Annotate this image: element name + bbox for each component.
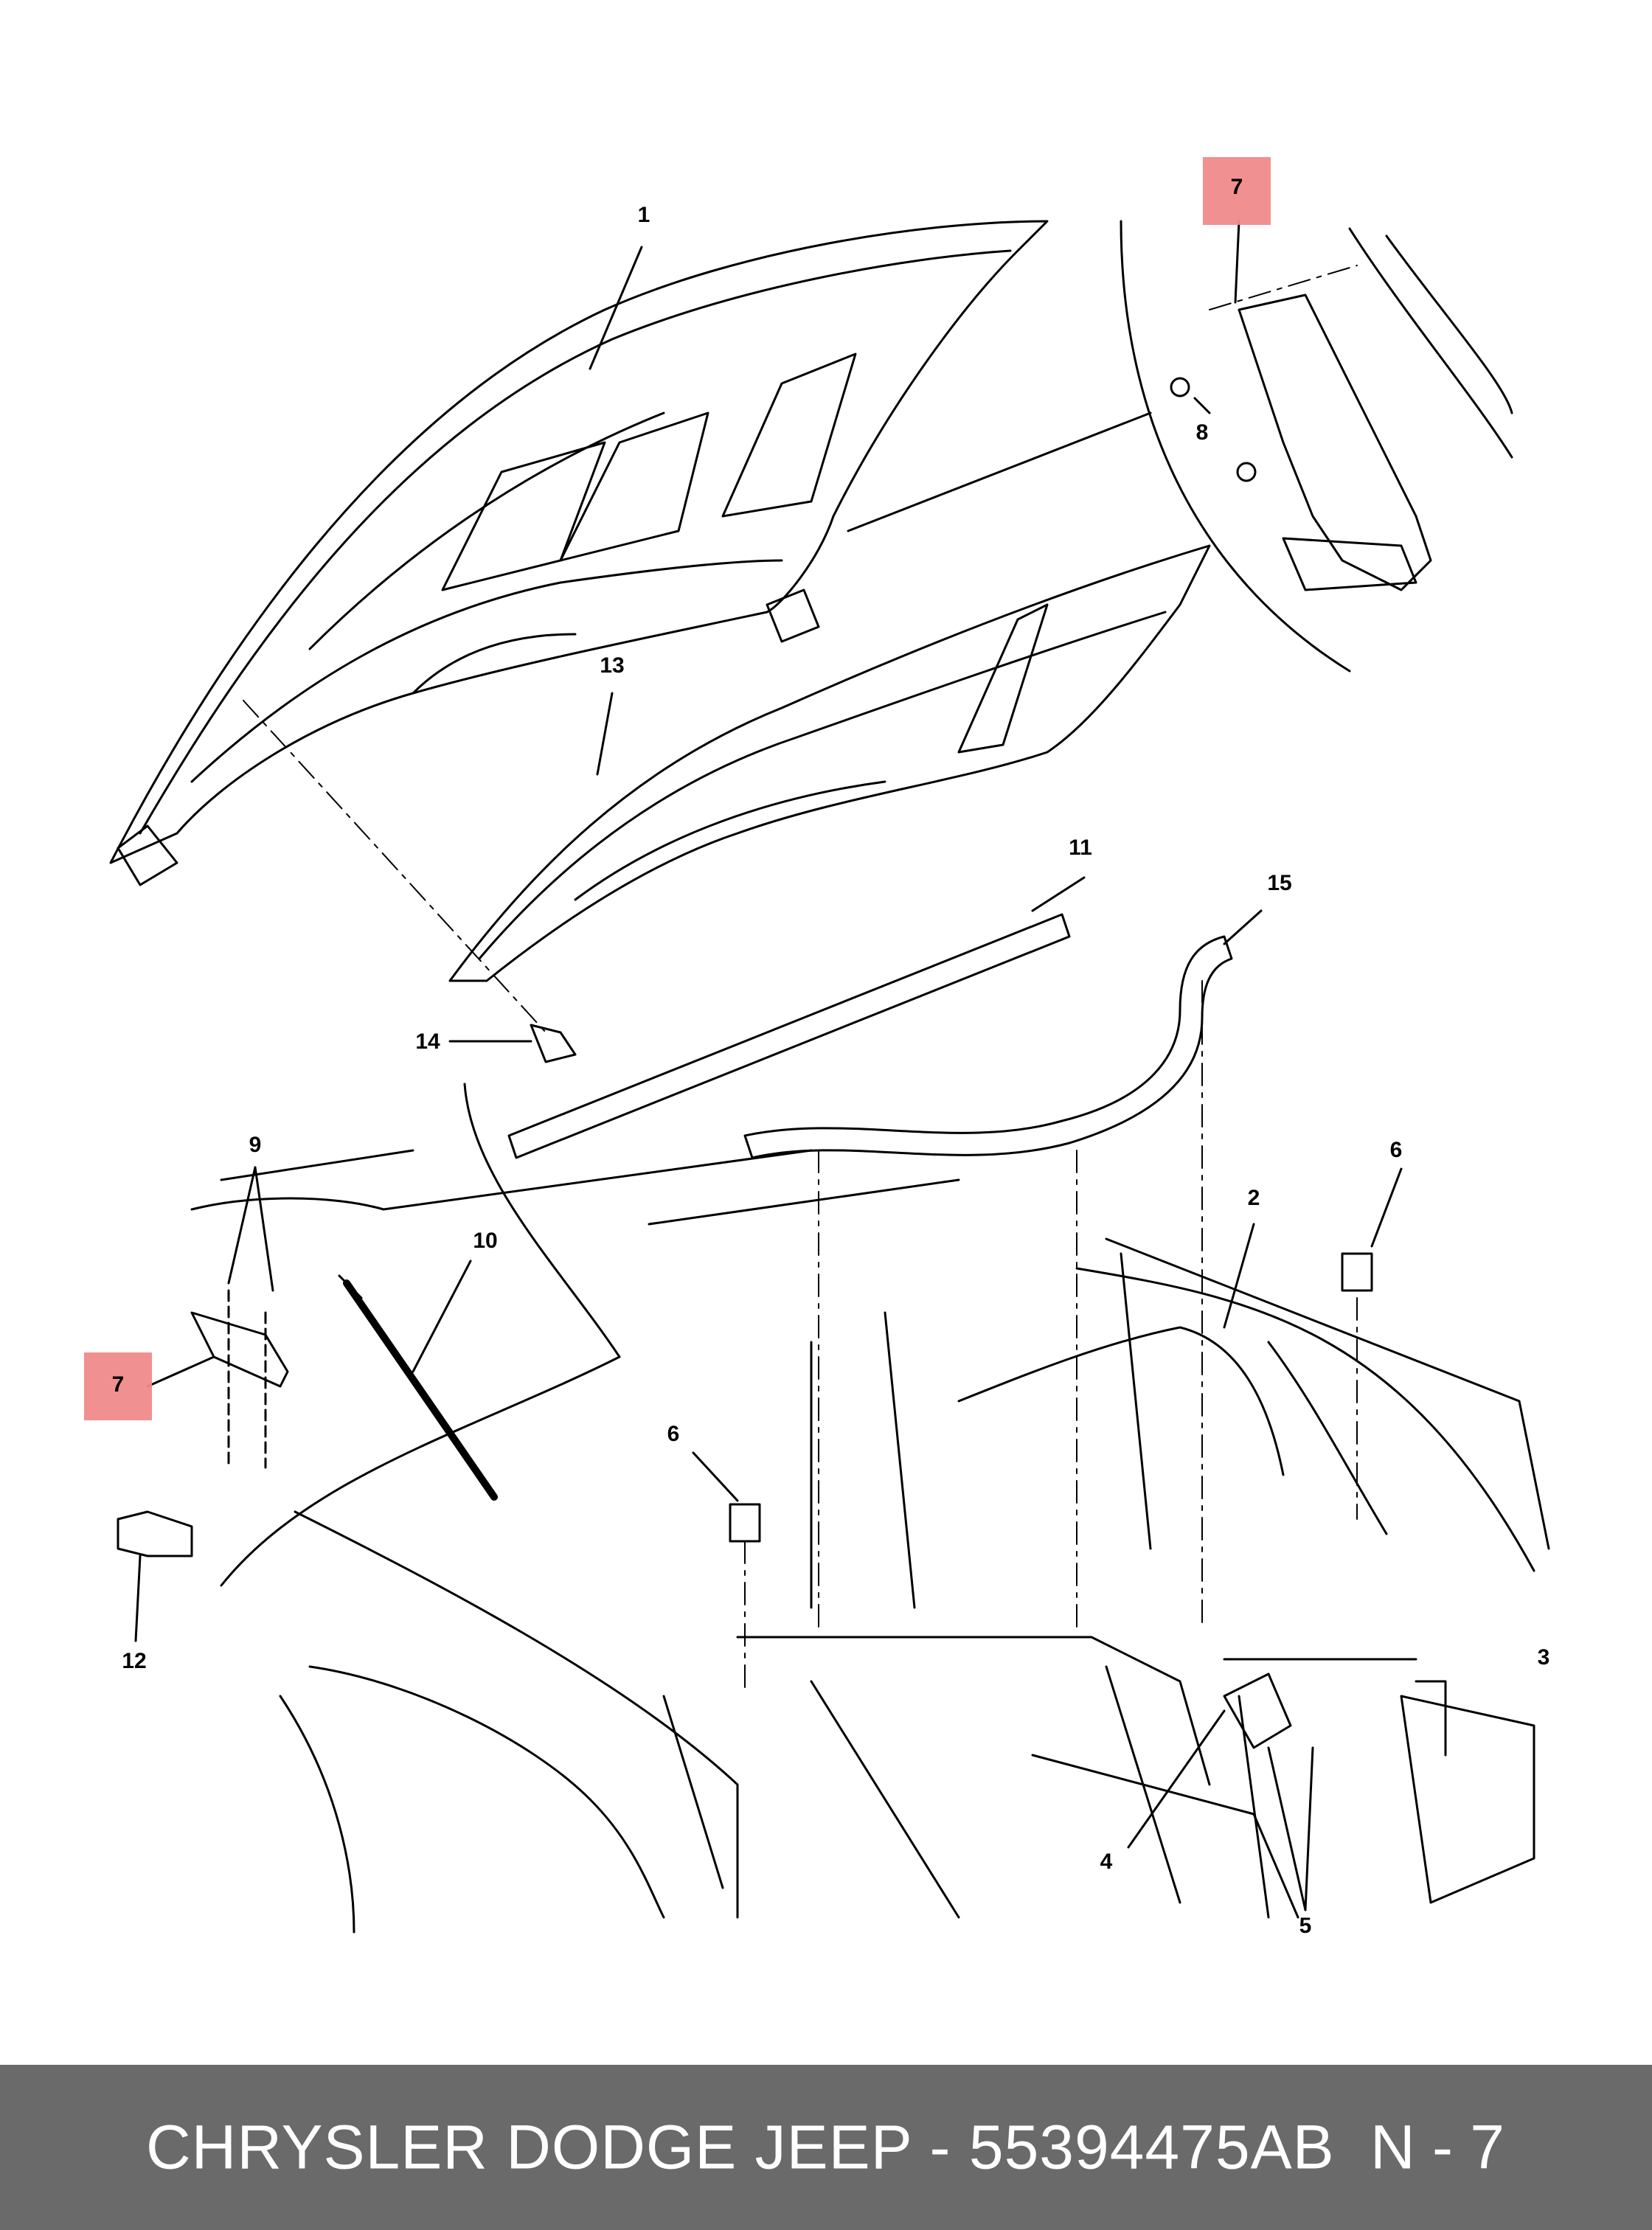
leader-11 <box>1031 876 1086 912</box>
callout-11: 11 <box>1069 836 1092 860</box>
callout-9: 9 <box>249 1133 262 1157</box>
highlight-7-left <box>84 1352 152 1420</box>
leader-7b <box>146 1355 215 1388</box>
leader-12 <box>134 1555 142 1642</box>
callout-2: 2 <box>1247 1186 1260 1210</box>
footer-bar: CHRYSLER DODGE JEEP - 55394475AB N - 7 <box>0 2065 1652 2230</box>
callout-12: 12 <box>122 1649 147 1673</box>
callout-1: 1 <box>637 203 650 227</box>
callout-15: 15 <box>1267 871 1292 895</box>
leader-6a <box>692 1451 739 1502</box>
leader-10 <box>412 1260 472 1373</box>
leader-9a <box>227 1166 257 1285</box>
leader-15 <box>1223 909 1263 945</box>
callout-3: 3 <box>1537 1645 1550 1670</box>
callout-5: 5 <box>1299 1914 1312 1938</box>
leader-7a <box>1234 220 1240 304</box>
callout-4: 4 <box>1100 1849 1113 1874</box>
highlight-7-top <box>1203 157 1271 225</box>
vehicle-body <box>190 1149 1550 1934</box>
callout-7-left: 7 <box>111 1372 125 1397</box>
leader-6b <box>1370 1167 1403 1248</box>
hood-panel <box>109 220 1049 886</box>
leader-5b <box>1304 1746 1314 1911</box>
leader-8 <box>1193 397 1211 414</box>
detail-circle <box>1120 220 1513 673</box>
leader-9b <box>254 1166 274 1292</box>
callout-13: 13 <box>600 653 625 678</box>
bumper-6-right <box>1341 1252 1373 1292</box>
leader-2 <box>1223 1223 1255 1329</box>
weatherstrip-11 <box>507 913 1071 1159</box>
footer-page-ref: N - 7 <box>1370 2112 1504 2182</box>
stop-14 <box>530 1024 577 1063</box>
footer-title: CHRYSLER DODGE JEEP - 55394475AB <box>146 2112 1335 2182</box>
latch-4 <box>1223 1672 1292 1749</box>
left-hinge <box>190 1289 289 1469</box>
latch-12 <box>117 1510 193 1557</box>
bumper-6-left <box>729 1503 761 1543</box>
prop-rod <box>338 1274 498 1501</box>
callout-6-left: 6 <box>667 1422 680 1446</box>
callout-8: 8 <box>1195 420 1209 445</box>
parts-diagram: 1 2 3 4 5 6 6 7 7 8 9 10 11 12 13 14 15 <box>84 157 1550 1938</box>
diagram-drawing <box>109 220 1550 1934</box>
seal-15 <box>743 935 1233 1159</box>
callout-7-top: 7 <box>1230 175 1243 199</box>
leader-1 <box>589 246 643 370</box>
hood-silencer <box>448 544 1211 982</box>
callout-6-right: 6 <box>1389 1138 1403 1162</box>
callout-10: 10 <box>473 1229 498 1253</box>
leader-13 <box>596 692 614 776</box>
leader-5a <box>1267 1746 1307 1911</box>
callout-14: 14 <box>415 1029 440 1054</box>
leader-4 <box>1127 1709 1226 1849</box>
